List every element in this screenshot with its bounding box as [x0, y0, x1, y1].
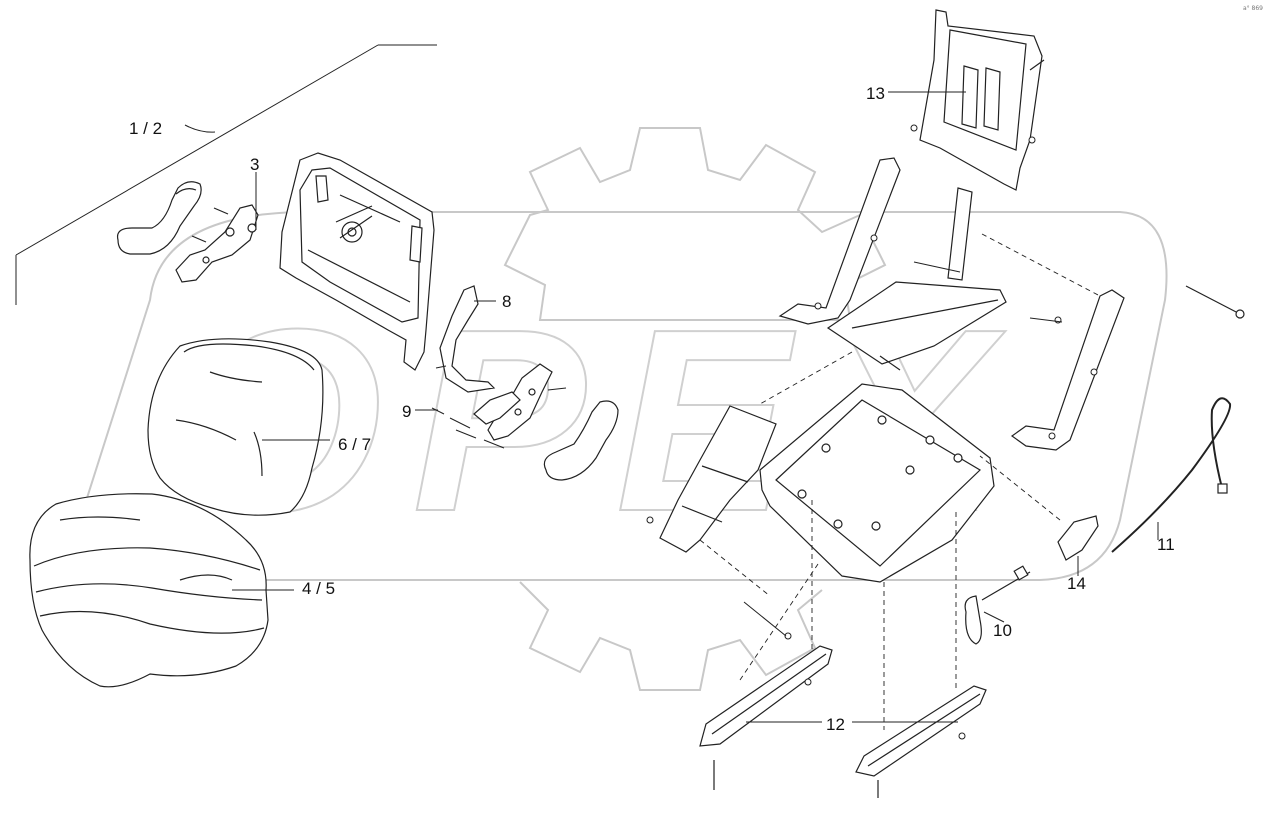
fasteners	[646, 124, 1098, 740]
callout-4-5: 4 / 5	[302, 579, 336, 598]
callout-6-7: 6 / 7	[338, 435, 372, 454]
seat-slide-rails	[699, 645, 987, 798]
callout-13: 13	[866, 84, 885, 103]
callout-11: 11	[1157, 535, 1175, 554]
callout-10: 10	[993, 621, 1012, 640]
seat-pan-base	[759, 383, 995, 583]
armrest-right	[543, 400, 619, 481]
callout-1-2: 1 / 2	[129, 119, 163, 138]
watermark-gear-lower	[519, 581, 823, 691]
suspension-housing	[659, 405, 777, 553]
backrest-mount-plate	[919, 9, 1045, 281]
seat-back-frame	[279, 152, 435, 371]
watermark-gear	[503, 127, 887, 321]
callout-14: 14	[1067, 574, 1086, 593]
seat-back-cushion	[147, 338, 324, 516]
armrest-left	[116, 181, 202, 255]
hinge-bracket	[175, 204, 259, 283]
cross-member	[826, 281, 1007, 371]
group-bracket	[15, 44, 437, 305]
lever-assembly	[431, 285, 567, 449]
side-rail-right	[1010, 285, 1245, 451]
seat-cushion	[29, 493, 269, 688]
adjustment-handle	[1057, 515, 1099, 561]
callout-12: 12	[826, 715, 845, 734]
callout-3: 3	[250, 155, 260, 174]
assembly-guide-lines	[699, 233, 1101, 730]
leader-lines	[232, 91, 1159, 723]
callout-9: 9	[402, 402, 412, 421]
release-lever	[964, 565, 1031, 645]
side-rail-left	[778, 157, 901, 325]
drawing-code: a° 869	[1242, 5, 1263, 12]
callout-8: 8	[502, 292, 512, 311]
bowden-cable	[1111, 397, 1232, 553]
